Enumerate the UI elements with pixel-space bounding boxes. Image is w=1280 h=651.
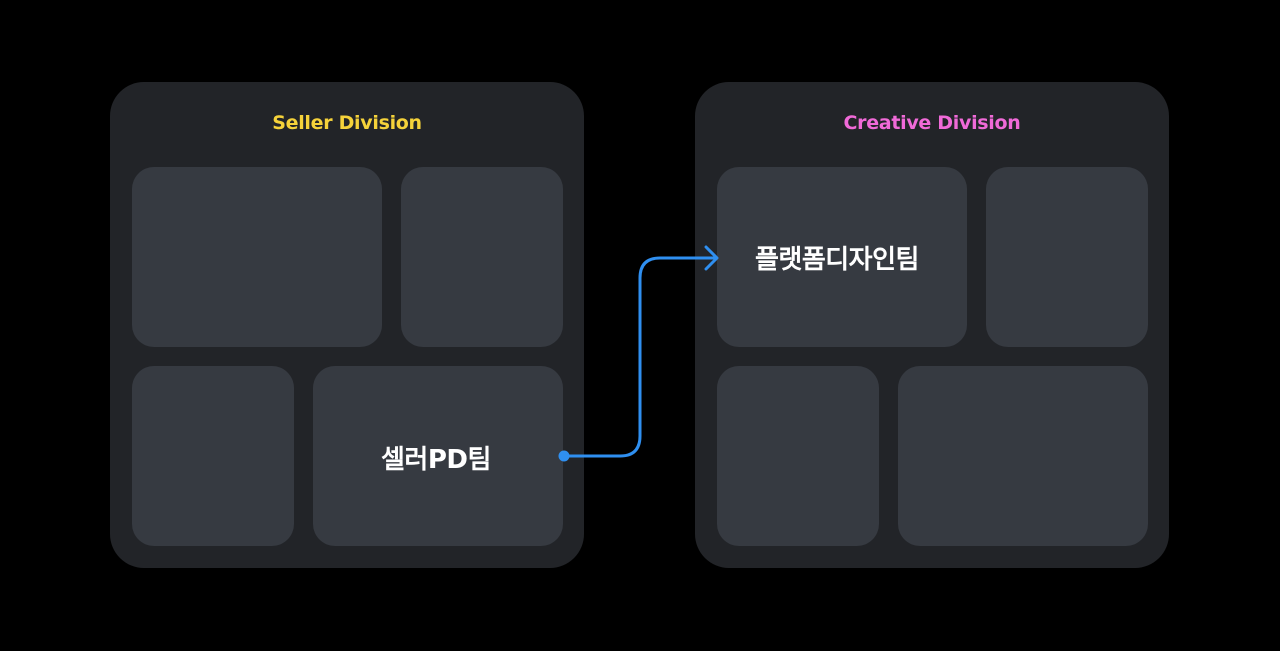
seller-team-box-1 — [132, 167, 382, 347]
seller-team-box-2 — [401, 167, 563, 347]
creative-division-panel: Creative Division 플랫폼디자인팀 — [695, 82, 1169, 568]
seller-division-panel: Seller Division 셀러PD팀 — [110, 82, 584, 568]
seller-team-box-3 — [132, 366, 294, 546]
seller-pd-team-box: 셀러PD팀 — [313, 366, 563, 546]
creative-team-box-2 — [986, 167, 1148, 347]
platform-design-team-label: 플랫폼디자인팀 — [755, 245, 919, 275]
creative-team-box-3 — [717, 366, 879, 546]
seller-division-title: Seller Division — [272, 112, 422, 134]
seller-pd-team-label: 셀러PD팀 — [381, 445, 491, 475]
creative-division-title: Creative Division — [843, 112, 1021, 134]
platform-design-team-box: 플랫폼디자인팀 — [717, 167, 967, 347]
creative-team-box-4 — [898, 366, 1148, 546]
connector-line — [562, 256, 718, 458]
